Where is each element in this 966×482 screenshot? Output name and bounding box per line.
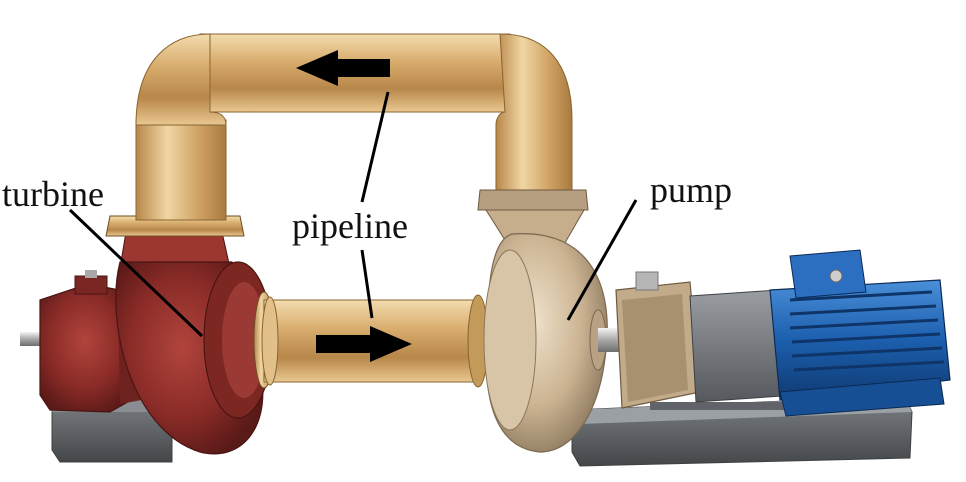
pipeline-leader-line-top	[360, 91, 390, 203]
flow-arrow-bottom	[316, 326, 412, 362]
pump-label: pump	[650, 170, 733, 210]
turbine-leader-line	[68, 208, 204, 338]
flow-arrow-top	[296, 50, 390, 86]
pipeline-label: pipeline	[292, 206, 408, 246]
pump-casing	[483, 233, 608, 453]
pipeline-leader-line-bottom	[360, 249, 374, 319]
pump-leader-line	[566, 199, 638, 321]
pump-bearing-housing	[598, 271, 701, 409]
turbine-label: turbine	[2, 174, 104, 214]
electric-motor	[769, 249, 951, 417]
coupling-guard	[689, 289, 783, 403]
turbine-casing	[105, 215, 275, 455]
